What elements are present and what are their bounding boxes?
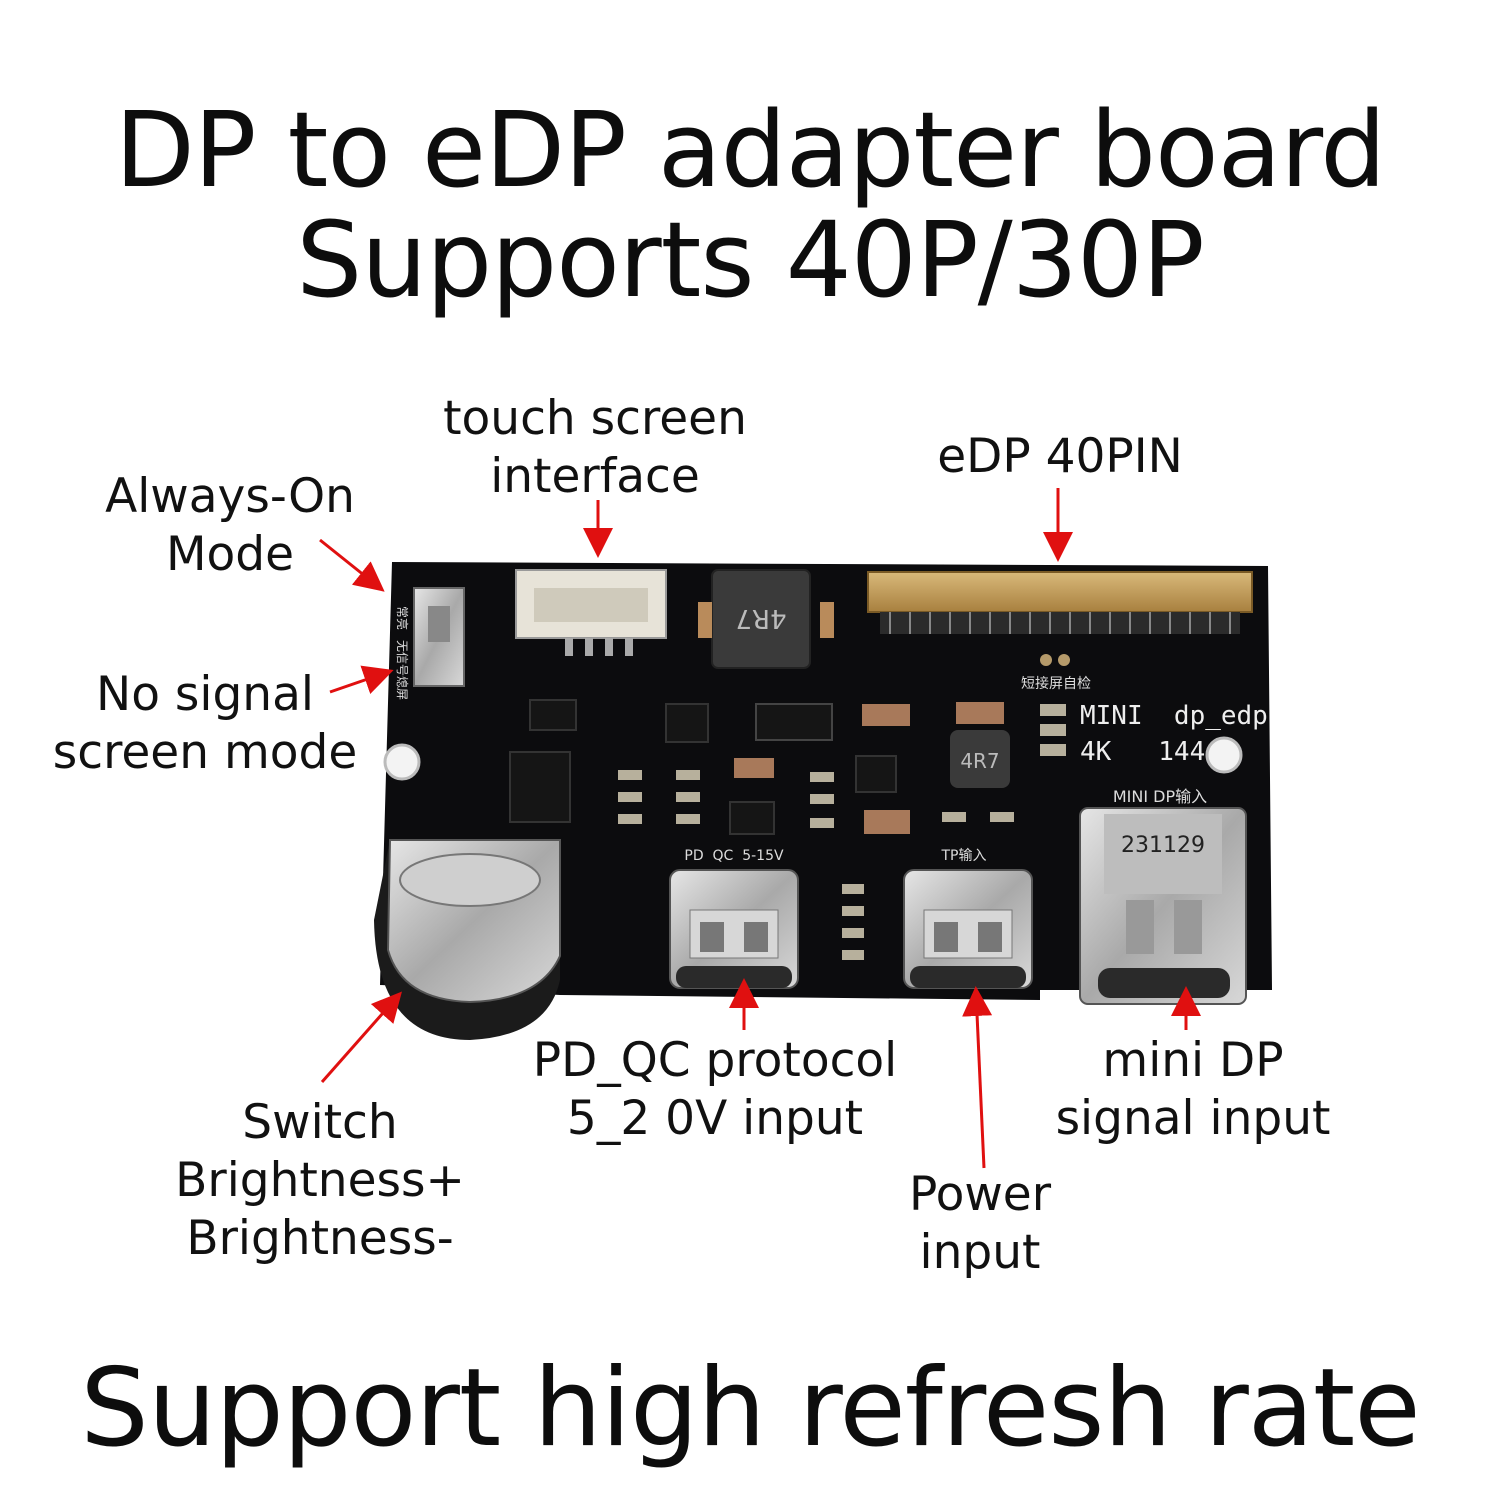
inductor-code-small: 4R7	[960, 749, 999, 773]
chip-code: 231129	[1121, 833, 1205, 858]
label-no-signal: No signal screen mode	[50, 666, 360, 782]
label-line: screen mode	[52, 725, 358, 780]
label-line: signal input	[1055, 1091, 1331, 1146]
footer-headline: Support high refresh rate	[80, 1346, 1420, 1471]
label-line: interface	[490, 449, 700, 504]
label-line: Mode	[165, 527, 295, 582]
arrow-no-signal	[329, 665, 394, 695]
label-edp: eDP 40PIN	[920, 428, 1200, 486]
title-line-1: DP to eDP adapter board	[114, 89, 1387, 211]
label-always-on: Always-On Mode	[105, 468, 355, 584]
usb-c-pd-port	[669, 869, 799, 989]
mount-hole-left	[383, 743, 421, 781]
ic-chip	[529, 699, 577, 731]
label-line: Power	[908, 1167, 1052, 1222]
label-pd-qc: PD_QC protocol 5_2 0V input	[520, 1032, 910, 1148]
silk-no-signal: 无信号熄屏	[395, 640, 409, 700]
label-line: touch screen	[443, 391, 747, 446]
arrow-power	[962, 986, 993, 1169]
mount-hole-right	[1205, 736, 1243, 774]
usb-c-power-port	[903, 869, 1033, 989]
label-power: Power input	[880, 1166, 1080, 1282]
inductor-code: 4R7	[735, 603, 786, 633]
label-line: No signal	[96, 667, 314, 722]
mini-dp-port: 231129	[1079, 807, 1247, 1005]
label-line: input	[919, 1225, 1041, 1280]
edp-connector	[867, 571, 1253, 613]
label-touch: touch screen interface	[440, 390, 750, 506]
ic-chip	[855, 755, 897, 793]
label-line: Switch	[242, 1095, 398, 1150]
arrow-always-on	[319, 538, 385, 592]
silk-pd: PD QC 5-15V	[684, 848, 784, 864]
label-line: Brightness+	[175, 1153, 465, 1208]
label-line: eDP 40PIN	[937, 429, 1183, 484]
arrow-switch	[320, 991, 402, 1083]
silk-always-on: 常亮	[395, 606, 410, 630]
label-line: 5_2 0V input	[566, 1091, 864, 1146]
silk-minidp: MINI DP输入	[1113, 787, 1207, 806]
silk-selftest: 短接屏自检	[1021, 675, 1091, 692]
thumbwheel	[374, 839, 561, 1040]
label-minidp: mini DP signal input	[1048, 1032, 1338, 1148]
label-line: Brightness-	[186, 1211, 454, 1266]
silk-model: MINI dp_edp	[1080, 701, 1268, 731]
silk-tp: TP输入	[941, 848, 987, 864]
label-line: PD_QC protocol	[532, 1033, 898, 1088]
inductor-small	[950, 730, 1010, 788]
label-line: mini DP	[1102, 1033, 1284, 1088]
ic-chip	[755, 703, 833, 741]
ic-chip	[729, 801, 775, 835]
label-line: Always-On	[105, 469, 355, 524]
label-switch: Switch Brightness+ Brightness-	[160, 1094, 480, 1268]
silk-spec: 4K 144	[1080, 737, 1205, 767]
ic-chip	[509, 751, 571, 823]
title-line-2: Supports 40P/30P	[296, 199, 1205, 321]
ic-chip	[665, 703, 709, 743]
